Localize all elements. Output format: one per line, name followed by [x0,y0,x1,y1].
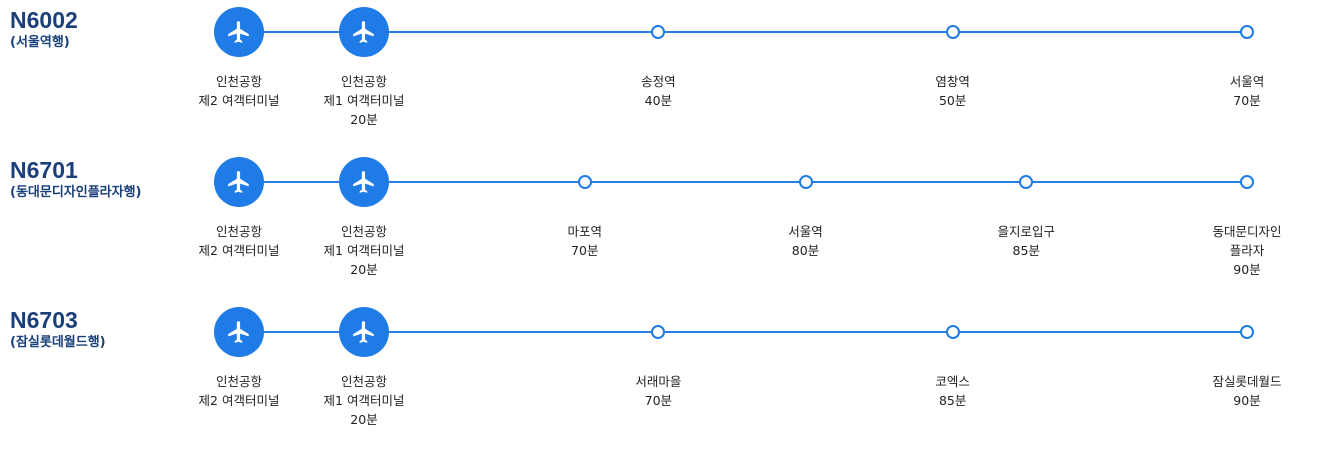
station-name-line2: 제1 여객터미널 [323,93,405,108]
station-name-line2: 제1 여객터미널 [323,243,405,258]
stop-marker [945,25,960,39]
station-time: 90분 [1233,262,1261,277]
route-destination: (서울역행) [10,35,70,50]
route-destination: (동대문디자인플라자행) [10,185,142,200]
airplane-icon [214,307,264,357]
station-name: 염창역 [935,74,970,89]
station-name-line2: 제2 여객터미널 [198,93,280,108]
airplane-shape [228,21,249,43]
route-line [239,331,1248,333]
route-destination: (잠실롯데월드행) [10,335,106,350]
station-label: 서울역 80분 [736,222,876,260]
station-time: 70분 [1233,93,1261,108]
station-label: 염창역 50분 [883,72,1023,110]
station-time: 70분 [571,243,599,258]
airplane-shape [353,321,374,343]
route-code: N6703 [10,307,78,333]
station-name: 인천공항 [340,224,387,239]
stop-marker [1240,25,1254,39]
station-label: 을지로입구 85분 [956,222,1096,260]
airplane-icon [214,7,264,57]
stop-marker [651,325,666,339]
stop-marker [945,325,960,339]
route-line [239,181,1248,183]
station-time: 20분 [350,412,378,427]
airplane-shape [228,321,249,343]
station-time: 85분 [1012,243,1040,258]
station-label: 잠실롯데월드 90분 [1177,372,1317,410]
station-label: 마포역 70분 [515,222,655,260]
station-name: 서래마을 [635,374,682,389]
stop-marker [577,175,592,189]
station-name-line2: 제2 여객터미널 [198,393,280,408]
airplane-shape [228,171,249,193]
station-name-line2: 제1 여객터미널 [323,393,405,408]
route-code: N6002 [10,7,78,33]
station-label: 서울역 70분 [1177,72,1317,110]
station-time: 80분 [791,243,820,258]
station-name: 송정역 [641,74,676,89]
stop-marker [1019,175,1034,189]
airplane-shape [353,171,374,193]
station-time: 85분 [938,393,967,408]
airplane-icon [339,157,389,207]
stop-marker [1240,325,1254,339]
stop-marker [651,25,666,39]
airplane-icon [339,307,389,357]
station-name: 서울역 [1229,74,1265,89]
route-title: N6703 (잠실롯데월드행) [10,306,106,352]
station-name: 서울역 [788,224,823,239]
route-code: N6701 [10,157,78,183]
station-label: 서래마을 70분 [588,372,728,410]
airplane-shape [353,21,374,43]
station-name-line2: 제2 여객터미널 [198,243,280,258]
station-name: 인천공항 [215,224,262,239]
station-name: 마포역 [567,224,602,239]
airplane-icon [339,7,389,57]
station-name: 을지로입구 [997,224,1055,239]
station-time: 20분 [350,262,378,277]
station-name: 동대문디자인 [1212,224,1282,239]
station-name: 잠실롯데월드 [1212,374,1282,389]
station-time: 70분 [644,393,673,408]
station-name-line2: 플라자 [1229,243,1265,258]
station-name: 코엑스 [935,374,970,389]
station-time: 20분 [350,112,378,127]
stop-marker [798,175,813,189]
station-time: 90분 [1233,393,1261,408]
stop-marker [1240,175,1254,189]
route-line [239,31,1248,33]
station-label: 송정역 40분 [588,72,728,110]
station-time: 40분 [644,93,673,108]
station-name: 인천공항 [340,74,387,89]
station-name: 인천공항 [215,74,262,89]
airplane-icon [214,157,264,207]
station-label: 코엑스 85분 [883,372,1023,410]
station-time: 50분 [938,93,967,108]
station-name: 인천공항 [215,374,262,389]
route-title: N6701 (동대문디자인플라자행) [10,156,141,202]
station-name: 인천공항 [340,374,387,389]
route-title: N6002 (서울역행) [10,6,78,52]
